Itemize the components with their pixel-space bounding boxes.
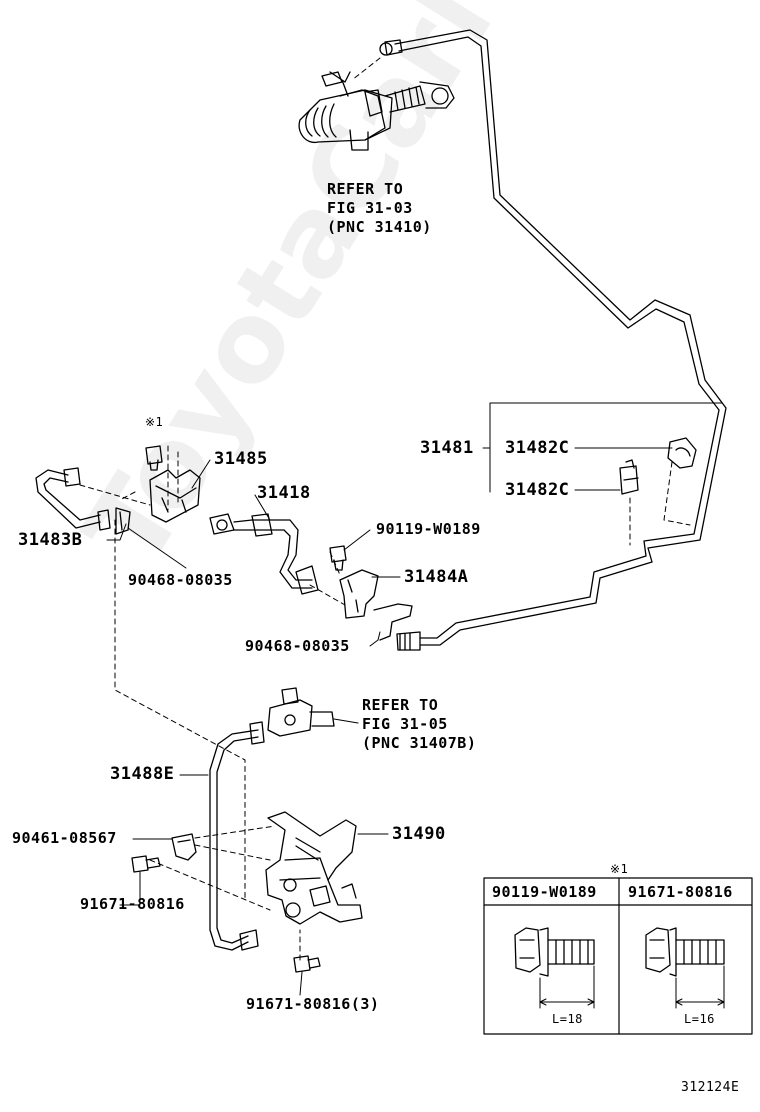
part-label-90468-08035-right: 90468-08035 [245,637,350,655]
table-bolt-left [514,927,595,1009]
master-cylinder-drawing [298,71,455,151]
part-label-31483b: 31483B [18,530,83,550]
bolt-91671-lower [293,955,321,973]
callout-leaders [106,402,723,996]
table-length-right: L=16 [684,1012,715,1026]
union-bracket-31485 [145,445,201,523]
part-label-31481: 31481 [420,438,474,458]
part-label-31482c-lower: 31482C [505,480,570,500]
valve-assembly-31490 [265,811,363,925]
valve-31407b [267,687,335,737]
refer-line-3: (PNC 31410) [327,218,432,236]
part-label-31485: 31485 [214,449,268,469]
tube-31488e [209,721,265,951]
note-mark-label: ※1 [145,415,164,429]
tube-31483b [35,467,131,535]
table-note-mark: ※1 [610,862,629,876]
part-label-31482c-upper: 31482C [505,438,570,458]
main-clutch-pipe [379,29,727,651]
clip-90461 [171,833,197,861]
part-label-91671-80816: 91671-80816 [80,895,185,913]
part-label-31488e: 31488E [110,764,175,784]
bolt-table [483,877,753,1035]
refer-block-31410: REFER TO FIG 31-03 (PNC 31410) [327,180,432,237]
figure-id: 312124E [681,1080,740,1095]
flexible-hose-31418 [209,513,319,595]
part-label-31484a: 31484A [404,567,469,587]
table-length-left: L=18 [552,1012,583,1026]
part-label-90468-08035-left: 90468-08035 [128,571,233,589]
fittings-31482c [619,437,697,495]
part-label-90119-w0189: 90119-W0189 [376,520,481,538]
refer-block-31407b: REFER TO FIG 31-05 (PNC 31407B) [362,696,476,753]
part-label-90461-08567: 90461-08567 [12,829,117,847]
part-label-91671-80816-qty3: 91671-80816(3) [246,995,380,1013]
table-bolt-right [645,927,725,1009]
refer-line-3: (PNC 31407B) [362,734,477,752]
table-header-91671: 91671-80816 [628,883,733,901]
part-label-31490: 31490 [392,824,446,844]
refer-line-2: FIG 31-05 [362,715,448,733]
part-label-31418: 31418 [257,483,311,503]
refer-line-1: REFER TO [362,696,439,714]
dashed-leaders [79,57,691,961]
refer-line-1: REFER TO [327,180,404,198]
bolt-91671-left [131,855,161,873]
table-header-90119: 90119-W0189 [492,883,597,901]
refer-line-2: FIG 31-03 [327,199,413,217]
bracket-31484a [329,545,413,641]
